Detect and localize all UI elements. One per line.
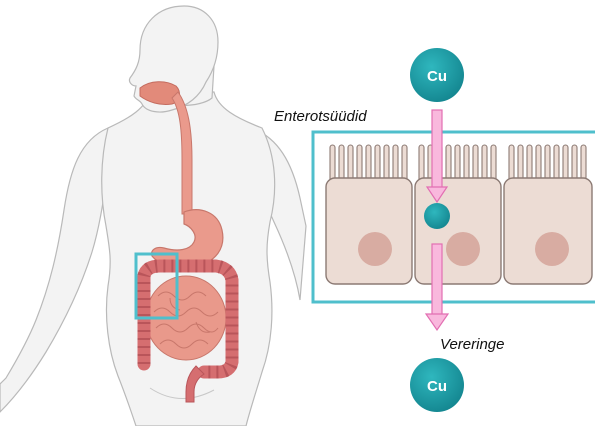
- copper-ion-top-label: Cu: [427, 68, 447, 85]
- copper-ion-top: Cu: [410, 48, 464, 102]
- copper-ion-bottom-label: Cu: [427, 378, 447, 395]
- enterocyte-cell-3: [504, 178, 592, 284]
- left-arm: [0, 128, 108, 412]
- circulation-label: Vereringe: [440, 336, 504, 353]
- nucleus-1: [358, 232, 392, 266]
- enterocyte-cell-2: [415, 178, 501, 284]
- human-body-silhouette: [0, 6, 306, 426]
- nucleus-2: [446, 232, 480, 266]
- nucleus-3: [535, 232, 569, 266]
- enterocytes-label: Enterotsüüdid: [274, 108, 367, 125]
- copper-ion-bottom: Cu: [410, 358, 464, 412]
- copper-ion-in-cell: [424, 203, 450, 229]
- enterocyte-cell-1: [326, 178, 412, 284]
